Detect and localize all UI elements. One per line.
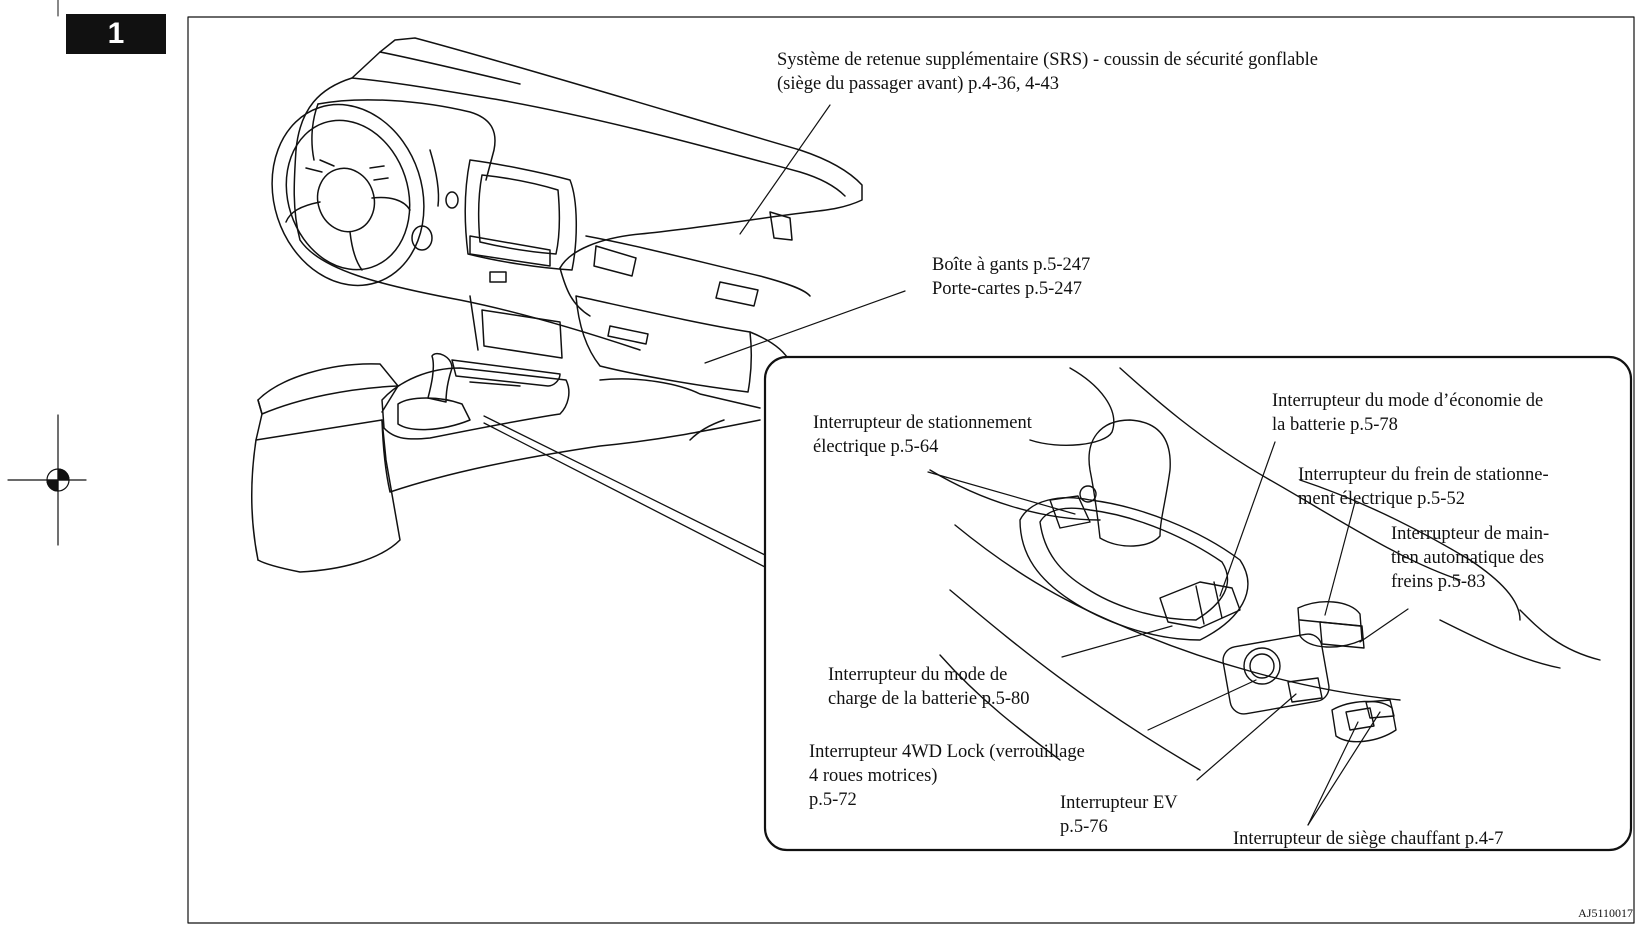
right-vent	[593, 245, 637, 277]
battery-button-group	[1159, 581, 1241, 629]
instrument-hood	[317, 99, 496, 181]
label-battery-charge-switch: Interrupteur du mode de charge de la bat…	[828, 663, 1030, 711]
label-battery-save-line1: Interrupteur du mode d’économie de	[1272, 391, 1544, 411]
seat-heater-right	[1365, 699, 1395, 719]
glove-box-handle	[607, 325, 649, 345]
leader-battery-save	[1219, 441, 1276, 597]
label-ev-line1: Interrupteur EV	[1060, 793, 1178, 813]
steering-wheel	[271, 103, 425, 287]
leader-battery-charge	[1061, 625, 1173, 658]
seat-heater-left	[1345, 707, 1375, 731]
console-detail-illustration	[929, 367, 1601, 771]
label-srs-airbag: Système de retenue supplémentaire (SRS) …	[777, 48, 1318, 96]
label-lock4wd-line2: 4 roues motrices)	[809, 766, 938, 786]
shifter	[427, 352, 453, 403]
label-auto-hold-line1: Interrupteur de main-	[1391, 524, 1550, 544]
registration-mark	[7, 414, 87, 546]
dashboard-top	[295, 37, 863, 213]
label-auto-hold-switch: Interrupteur de main- tien automatique d…	[1391, 522, 1549, 594]
label-glove-box: Boîte à gants p.5-247 Porte-cartes p.5-2…	[932, 253, 1090, 301]
label-auto-hold-line3: freins p.5-83	[1391, 572, 1486, 592]
glove-box	[575, 295, 753, 393]
side-vent	[769, 211, 793, 241]
figure-code: AJ5110017	[1578, 906, 1633, 920]
leader-seat-heater-b	[1307, 711, 1381, 826]
label-glovebox-line2: Porte-cartes p.5-247	[932, 279, 1083, 299]
console-tray	[451, 359, 561, 387]
console-body	[255, 419, 401, 573]
label-e-park-switch: Interrupteur de stationnement électrique…	[813, 411, 1032, 459]
leader-srs	[739, 104, 831, 235]
armrest	[257, 363, 399, 415]
label-srs-line2: (siège du passager avant) p.4-36, 4-43	[777, 74, 1060, 94]
section-number: 1	[107, 17, 125, 50]
label-battery-charge-line1: Interrupteur du mode de	[828, 665, 1008, 685]
detail-inset-frame	[763, 355, 1633, 852]
center-display-bezel	[464, 159, 577, 271]
label-glovebox-line1: Boîte à gants p.5-247	[932, 255, 1091, 275]
leader-e-brake	[1324, 501, 1356, 616]
leader-lines	[704, 104, 1409, 826]
dashboard-illustration	[251, 37, 863, 573]
lock4wd-button	[1243, 647, 1281, 685]
label-e-brake-switch: Interrupteur du frein de stationne- ment…	[1298, 463, 1549, 511]
seat-heater-bezel	[1331, 700, 1397, 743]
label-e-brake-line1: Interrupteur du frein de stationne-	[1298, 465, 1549, 485]
far-right-vent	[715, 281, 759, 307]
label-e-park-line2: électrique p.5-64	[813, 437, 939, 457]
leader-auto-hold	[1359, 608, 1409, 643]
ev-button	[1287, 677, 1323, 703]
detail-shifter	[1088, 419, 1171, 547]
detail-shifter-bezel	[1019, 497, 1249, 641]
label-e-park-line1: Interrupteur de stationnement	[813, 413, 1032, 433]
section-tab: 1	[66, 14, 166, 54]
lower-bin	[481, 309, 563, 359]
label-auto-hold-line2: tien automatique des	[1391, 548, 1545, 568]
center-controls	[469, 235, 551, 267]
e-park-switch	[1049, 495, 1091, 529]
leader-glovebox	[704, 290, 906, 364]
label-lock4wd-line1: Interrupteur 4WD Lock (verrouillage	[809, 742, 1085, 762]
label-battery-save-switch: Interrupteur du mode d’économie de la ba…	[1272, 389, 1543, 437]
label-seat-heater: Interrupteur de siège chauffant p.4-7	[1233, 829, 1504, 849]
lock4wd-bezel	[1222, 633, 1330, 715]
console-surround	[381, 367, 570, 440]
label-battery-save-line2: la batterie p.5-78	[1272, 415, 1398, 435]
label-seat-heater-switch: Interrupteur de siège chauffant p.4-7	[1233, 827, 1503, 851]
label-e-brake-line2: ment électrique p.5-52	[1298, 489, 1465, 509]
center-display	[477, 174, 561, 255]
shifter-boot	[397, 397, 471, 431]
label-lock4wd-line3: p.5-72	[809, 790, 857, 810]
leader-ev	[1196, 693, 1297, 781]
label-4wd-lock-switch: Interrupteur 4WD Lock (verrouillage 4 ro…	[809, 740, 1085, 812]
auto-hold-switch	[1319, 621, 1365, 649]
label-ev-switch: Interrupteur EV p.5-76	[1060, 791, 1178, 839]
leader-lock4wd	[1147, 679, 1257, 731]
leader-e-park	[927, 471, 1076, 515]
label-ev-line2: p.5-76	[1060, 817, 1108, 837]
label-srs-line1: Système de retenue supplémentaire (SRS) …	[777, 50, 1318, 70]
label-battery-charge-line2: charge de la batterie p.5-80	[828, 689, 1030, 709]
zoom-callout-lines	[483, 415, 766, 568]
leader-seat-heater-a	[1307, 721, 1359, 826]
figure-frame	[187, 16, 1635, 924]
hazard-button	[489, 271, 507, 283]
